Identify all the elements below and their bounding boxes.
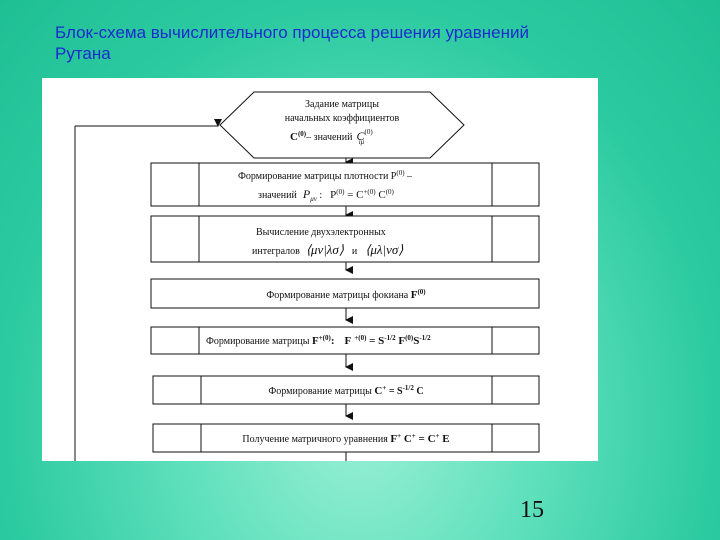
slide-title-line-2: Рутана (55, 44, 111, 63)
step-5-block: Формирование матрицы C+ = S-1/2 C (152, 375, 540, 405)
step-2-line-1: Вычисление двухэлектронных (256, 227, 386, 238)
step-1-line-1: Формирование матрицы плотности P(0) – (238, 169, 413, 182)
step-3-block: Формирование матрицы фокиана F(0) (150, 278, 540, 309)
flowchart-panel: Задание матрицы начальных коэффициентов … (42, 78, 598, 461)
start-line-2: начальных коэффициентов (285, 113, 400, 124)
start-block (219, 91, 465, 159)
step-2-line-2: интегралов⟨μν|λσ⟩и⟨μλ|νσ⟩ (252, 242, 403, 257)
flowchart: Задание матрицы начальных коэффициентов … (74, 91, 540, 461)
page-number: 15 (520, 497, 544, 523)
step-6-block: Получение матричного уравнения F+ C+ = C… (152, 423, 540, 453)
start-line-1: Задание матрицы (305, 99, 379, 110)
step-1-block: Формирование матрицы плотности P(0) – зн… (150, 162, 540, 207)
slide-title-line-1: Блок-схема вычислительного процесса реше… (55, 23, 529, 42)
step-2-block: Вычисление двухэлектронных интегралов⟨μν… (150, 215, 540, 263)
slide-title: Блок-схема вычислительного процесса реше… (55, 22, 615, 64)
step-5-text: Формирование матрицы C+ = S-1/2 C (268, 384, 423, 397)
step-6-text: Получение матричного уравнения F+ C+ = C… (242, 432, 449, 445)
step-3-text: Формирование матрицы фокиана F(0) (266, 288, 426, 301)
step-4-block: Формирование матрицы F+(0):F+(0) = S-1/2… (150, 326, 540, 355)
step-4-text: Формирование матрицы F+(0):F+(0) = S-1/2… (206, 334, 431, 347)
